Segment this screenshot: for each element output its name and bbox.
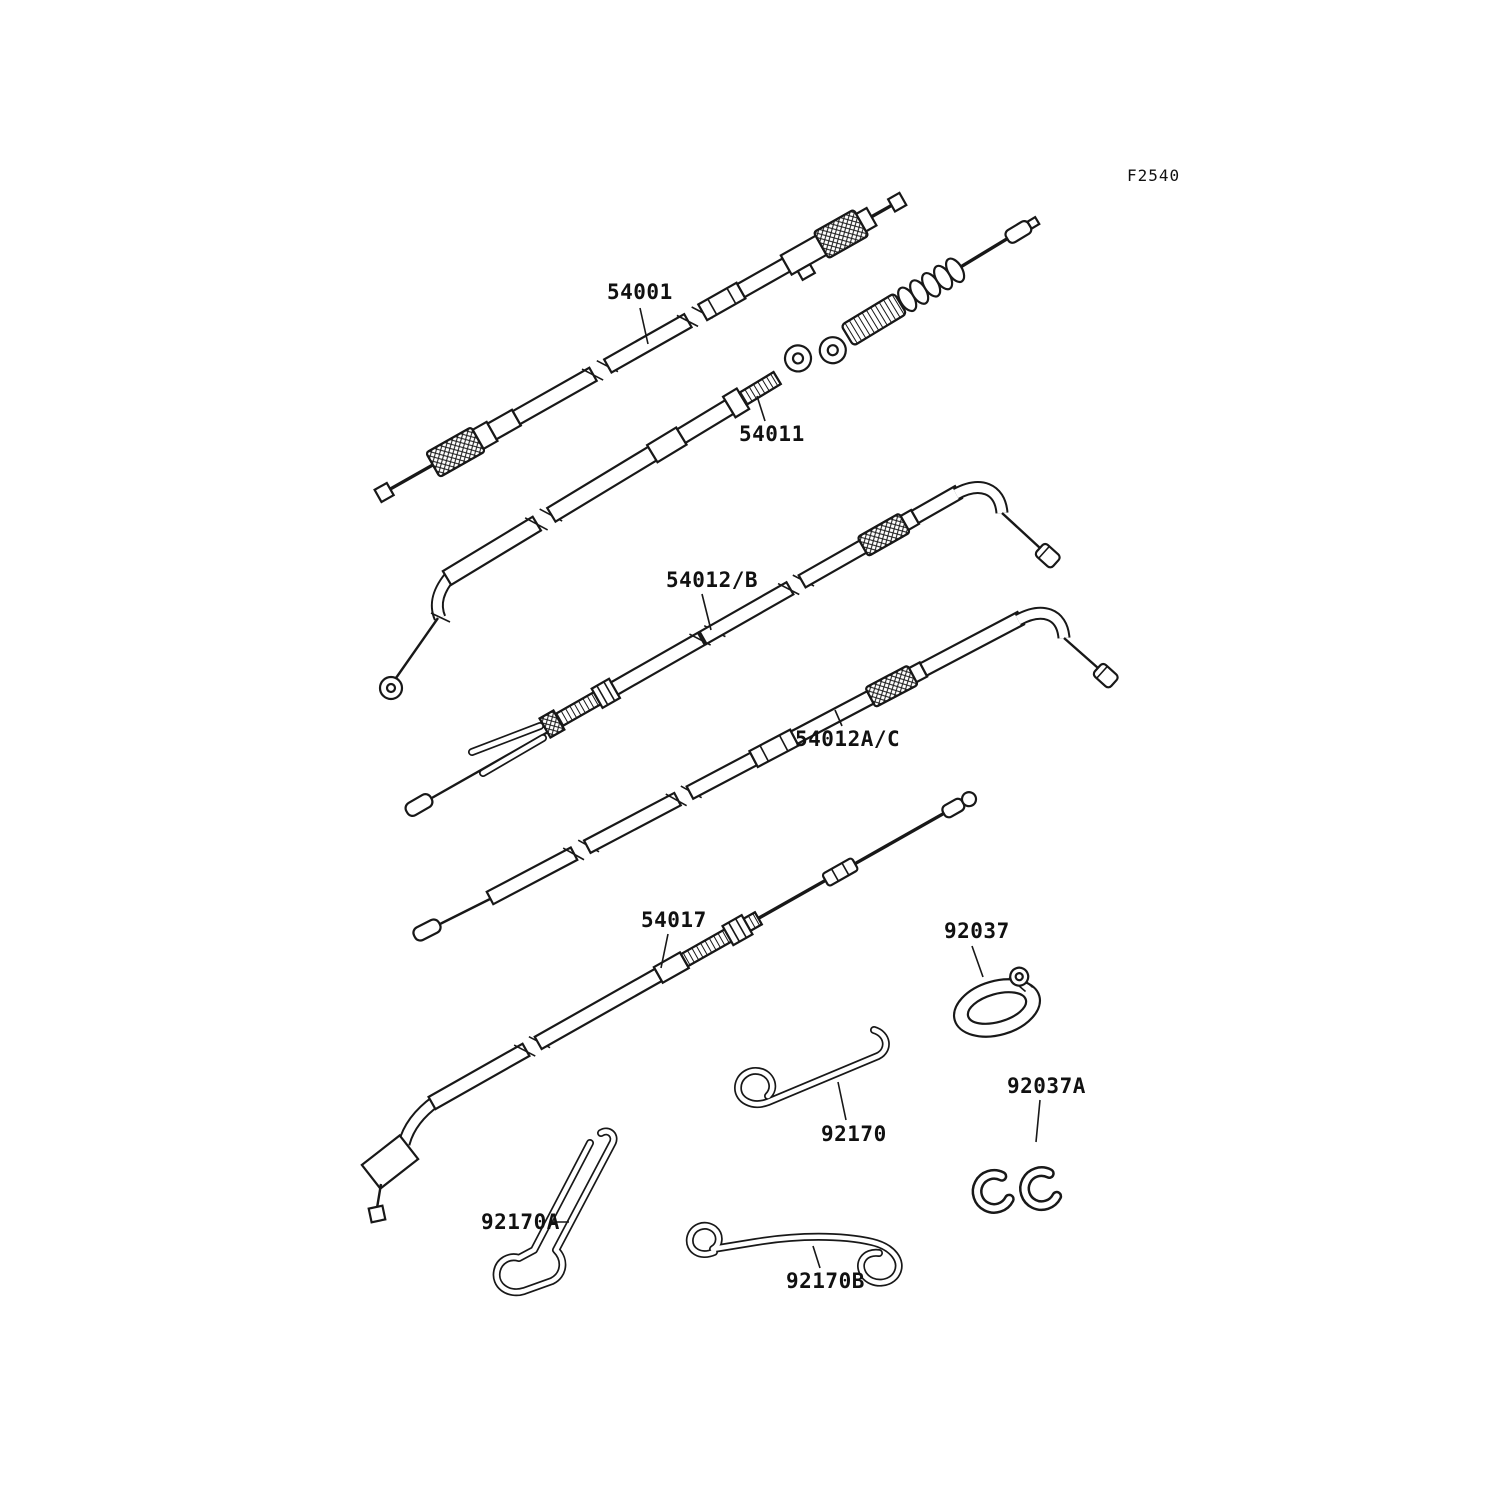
leader-54011 <box>756 395 766 422</box>
part-label-54012b: 54012/B <box>666 568 758 592</box>
part-drawing-54012b <box>404 481 1061 817</box>
part-label-54017: 54017 <box>641 908 707 932</box>
leader-54012ac <box>834 709 843 727</box>
part-drawing-54017 <box>360 791 978 1224</box>
part-drawing-54001 <box>373 191 908 504</box>
leader-54012b <box>701 593 712 631</box>
part-drawing-54011 <box>378 215 1041 701</box>
leader-54017 <box>660 933 669 969</box>
leader-92037a <box>1035 1099 1041 1143</box>
part-label-54001: 54001 <box>607 280 673 304</box>
leader-54001 <box>639 307 649 345</box>
part-label-92037a: 92037A <box>1007 1074 1086 1098</box>
part-label-54011: 54011 <box>739 422 805 446</box>
part-drawing-92037a <box>971 1166 1063 1214</box>
leader-92170b <box>812 1245 821 1269</box>
figure-code: F2540 <box>1127 166 1180 185</box>
part-drawing-54012ac <box>412 606 1119 942</box>
part-label-92170: 92170 <box>821 1122 887 1146</box>
part-label-92170a: 92170A <box>481 1210 560 1234</box>
leader-92037 <box>971 945 984 978</box>
part-drawing-92037 <box>952 966 1042 1038</box>
leader-92170 <box>837 1081 847 1121</box>
part-label-92037: 92037 <box>944 919 1010 943</box>
part-drawing-92170b <box>685 1221 903 1287</box>
part-drawing-92170a <box>492 1127 618 1297</box>
part-label-92170b: 92170B <box>786 1269 865 1293</box>
part-drawing-92170 <box>734 1026 890 1109</box>
leader-lines <box>552 307 1041 1269</box>
part-label-54012ac: 54012A/C <box>795 727 900 751</box>
